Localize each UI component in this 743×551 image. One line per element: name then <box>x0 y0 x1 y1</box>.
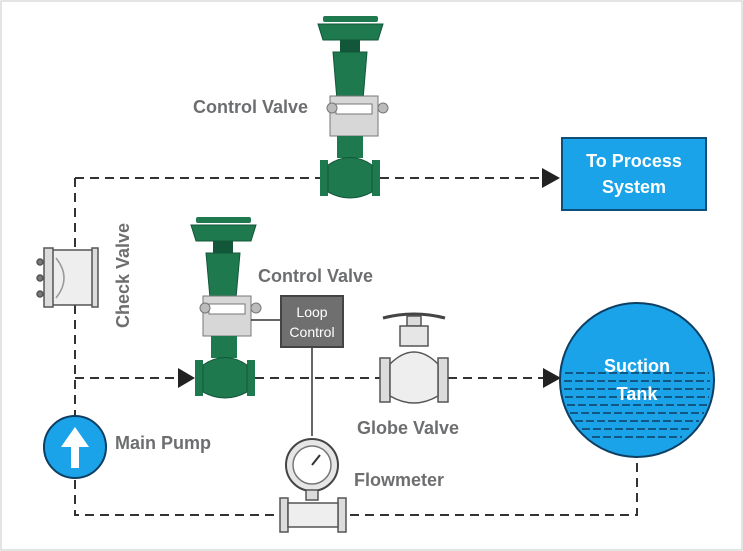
loop-control-line1: Loop <box>296 303 328 320</box>
loop-control-line2: Control <box>289 323 335 340</box>
loop-control-box <box>280 295 344 348</box>
check-valve <box>36 247 99 308</box>
process-system-label: To Process System <box>562 138 706 210</box>
globe-valve <box>379 312 449 404</box>
pipe-bottom-right <box>350 455 638 516</box>
process-system-line2: System <box>601 177 667 197</box>
pump-arrow-icon <box>61 427 89 447</box>
suction-tank-label: Suction Tank <box>580 352 694 408</box>
arrow-to-process <box>542 168 560 188</box>
suction-tank-line1: Suction <box>604 356 670 376</box>
arrow-to-tank <box>543 368 561 388</box>
arrow-mid-in <box>178 368 195 388</box>
control-valve-mid <box>190 217 262 399</box>
process-system-box <box>561 137 707 211</box>
label-main-pump: Main Pump <box>115 433 212 453</box>
process-system-line1: To Process <box>586 151 682 171</box>
flowmeter <box>279 438 347 533</box>
label-control-valve-top: Control Valve <box>193 97 309 117</box>
main-pump <box>43 415 107 479</box>
label-check-valve: Check Valve <box>113 222 134 329</box>
pipe-bottom-left <box>74 480 278 516</box>
label-control-valve-mid: Control Valve <box>258 266 374 286</box>
control-valve-top <box>317 16 389 199</box>
suction-tank <box>559 302 715 458</box>
suction-tank-line2: Tank <box>616 384 658 404</box>
label-globe-valve: Globe Valve <box>357 418 460 438</box>
pipes <box>74 177 638 516</box>
loop-control-label: Loop Control <box>281 296 343 347</box>
label-flowmeter: Flowmeter <box>354 470 445 490</box>
